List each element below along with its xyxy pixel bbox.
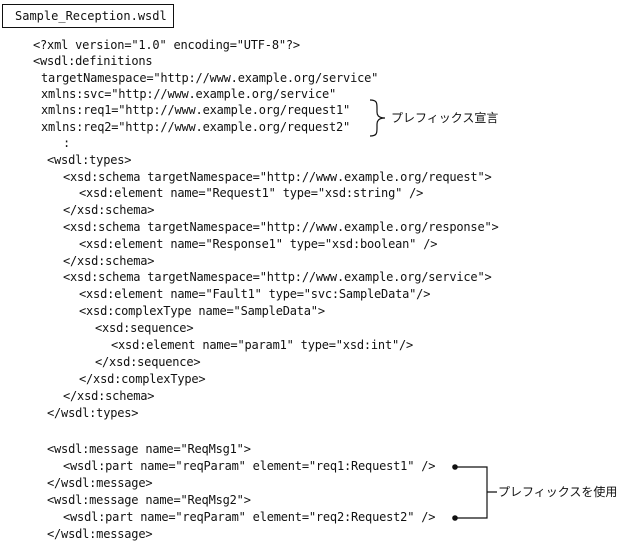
code-line-complextype-open: <xsd:complexType name="SampleData"> [79,304,325,318]
code-line-element-response1: <xsd:element name="Response1" type="xsd:… [79,237,438,251]
code-line-complextype-close: </xsd:complexType> [79,372,206,386]
code-line-part-request1: <wsdl:part name="reqParam" element="req1… [63,459,436,473]
code-line-schema-response-open: <xsd:schema targetNamespace="http://www.… [63,220,499,234]
code-line-schema-service-close: </xsd:schema> [63,389,155,403]
prefix-usage-connector [455,466,497,519]
code-line-sequence-close: </xsd:sequence> [95,355,201,369]
code-line-xmlns-req2: xmlns:req2="http://www.example.org/reque… [41,120,351,134]
code-line-schema-response-close: </xsd:schema> [63,254,155,268]
prefix-usage-dot-request1 [452,464,458,470]
code-line-message-reqmsg1-open: <wsdl:message name="ReqMsg1"> [47,442,251,456]
code-line-types-close: </wsdl:types> [47,406,139,420]
prefix-usage-label: プレフィックスを使用 [498,485,618,499]
file-name-label: Sample_Reception.wsdl [2,4,174,28]
code-line-element-param1: <xsd:element name="param1" type="xsd:int… [111,338,414,352]
code-line-xmlns-svc: xmlns:svc="http://www.example.org/servic… [41,87,337,101]
prefix-declaration-brace [369,99,386,137]
code-line-element-request1: <xsd:element name="Request1" type="xsd:s… [79,186,424,200]
code-line-target-namespace: targetNamespace="http://www.example.org/… [41,71,379,85]
code-line-element-fault1: <xsd:element name="Fault1" type="svc:Sam… [79,287,431,301]
prefix-declaration-label: プレフィックス宣言 [391,111,499,125]
code-line-message-reqmsg1-close: </wsdl:message> [47,476,153,490]
code-line-ellipsis: : [63,136,71,150]
code-line-xmlns-req1: xmlns:req1="http://www.example.org/reque… [41,103,351,117]
code-line-part-request2: <wsdl:part name="reqParam" element="req2… [63,510,436,524]
code-line-schema-request-close: </xsd:schema> [63,203,155,217]
code-line-message-reqmsg2-close: </wsdl:message> [47,527,153,541]
code-line-sequence-open: <xsd:sequence> [95,321,194,335]
code-line-schema-request-open: <xsd:schema targetNamespace="http://www.… [63,170,492,184]
code-line-xml-declaration: <?xml version="1.0" encoding="UTF-8"?> [33,38,300,52]
code-line-message-reqmsg2-open: <wsdl:message name="ReqMsg2"> [47,493,251,507]
prefix-usage-dot-request2 [452,515,458,521]
code-line-schema-service-open: <xsd:schema targetNamespace="http://www.… [63,270,492,284]
code-line-definitions-open: <wsdl:definitions [33,54,153,68]
code-line-types-open: <wsdl:types> [47,153,132,167]
